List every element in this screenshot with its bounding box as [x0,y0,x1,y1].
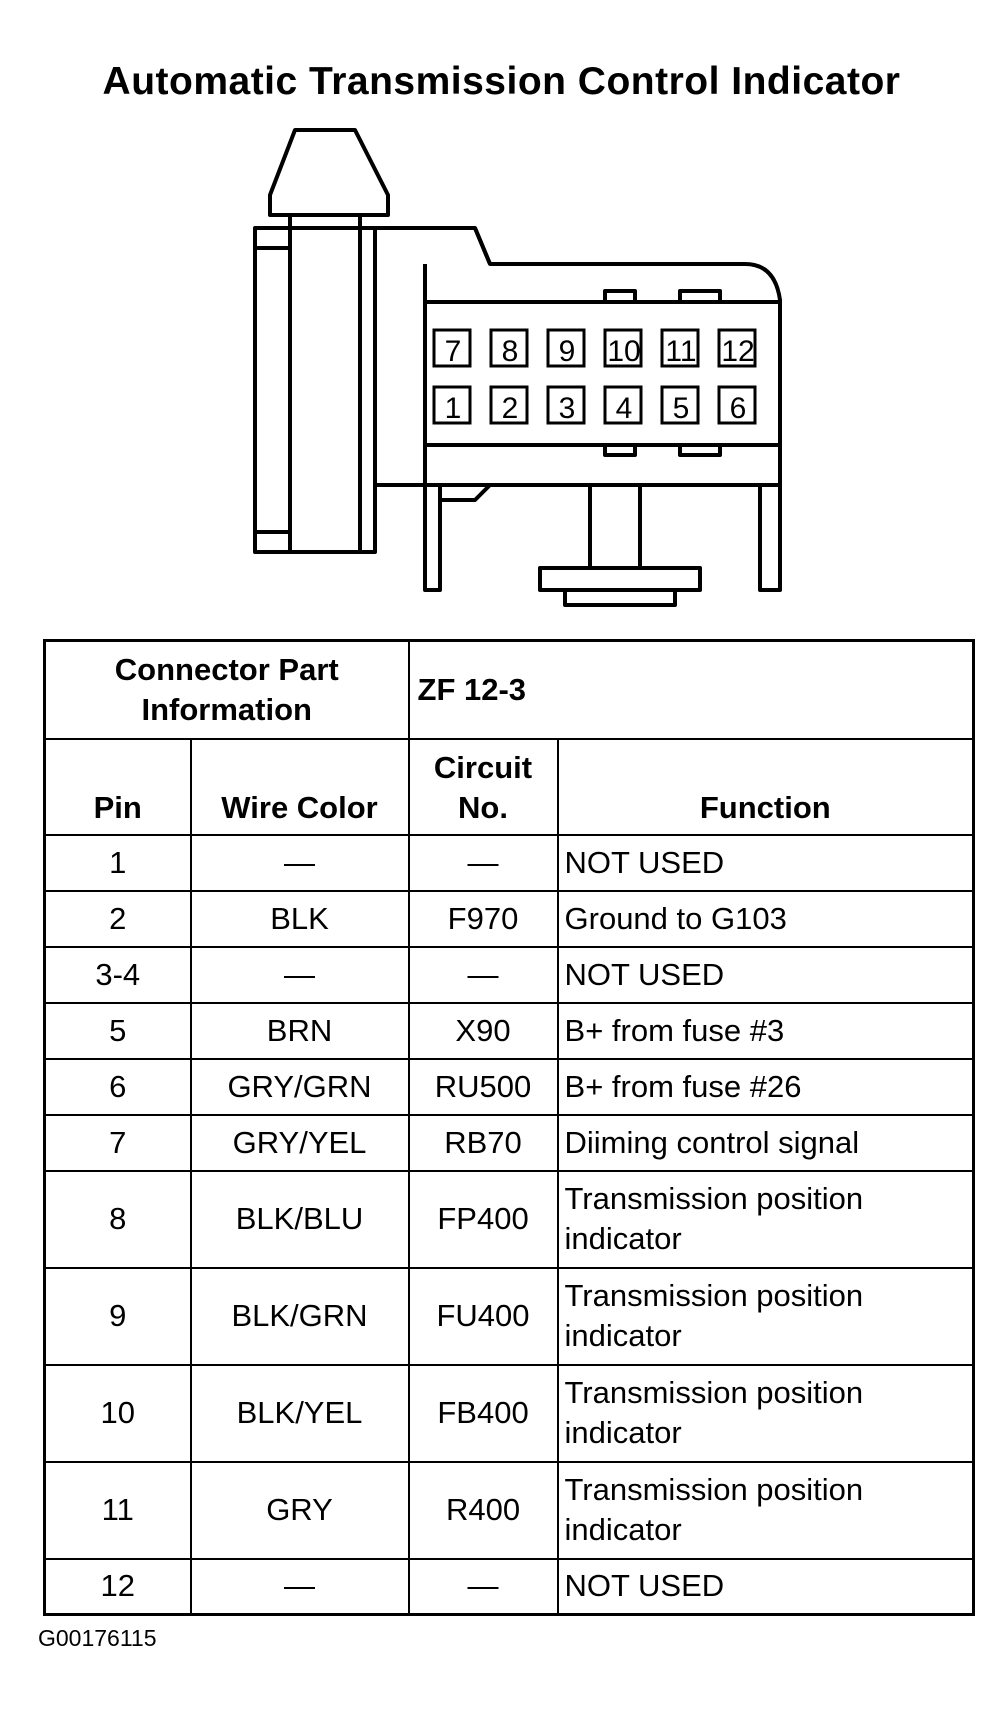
function-cell: Transmission position indicator [556,1266,975,1366]
pin-cell: 10 [43,1363,192,1463]
table-row: 9 BLK/GRN FU400 Transmission position in… [43,1266,975,1366]
pin-cell: 2 [43,889,192,948]
table-row: 12 — — NOT USED [43,1557,975,1616]
circuit-cell: R400 [407,1460,559,1560]
header-row: Pin Wire Color Circuit No. Function [43,737,975,836]
header-wire-color: Wire Color [189,737,410,836]
function-cell: NOT USED [556,945,975,1004]
table-row: 6 GRY/GRN RU500 B+ from fuse #26 [43,1057,975,1116]
connector-pin-table: Connector Part Information ZF 12-3 Pin W… [43,639,976,1616]
part-number: ZF 12-3 [407,639,975,740]
pin-label-2: 2 [502,392,519,425]
table-row: 11 GRY R400 Transmission position indica… [43,1460,975,1560]
pin-label-4: 4 [616,392,633,425]
table-row: 3-4 — — NOT USED [43,945,975,1004]
pin-label-9: 9 [559,335,576,368]
header-function: Function [556,737,975,836]
function-cell: NOT USED [556,833,975,892]
wire-color-cell: GRY/GRN [189,1057,410,1116]
table-row: 1 — — NOT USED [43,833,975,892]
pin-label-8: 8 [502,335,519,368]
pin-label-11: 11 [665,335,696,368]
table-row: 7 GRY/YEL RB70 Diiming control signal [43,1113,975,1172]
wire-color-cell: BLK/GRN [189,1266,410,1366]
wire-color-cell: BLK/BLU [189,1169,410,1269]
function-cell: Transmission position indicator [556,1169,975,1269]
pin-label-12: 12 [721,335,754,368]
circuit-cell: RU500 [407,1057,559,1116]
wire-color-cell: — [189,833,410,892]
pin-cell: 5 [43,1001,192,1060]
wire-color-cell: — [189,1557,410,1616]
wire-color-cell: GRY/YEL [189,1113,410,1172]
circuit-cell: FP400 [407,1169,559,1269]
header-circuit-no: Circuit No. [407,737,559,836]
pin-cell: 12 [43,1557,192,1616]
circuit-cell: FB400 [407,1363,559,1463]
part-info-label: Connector Part Information [43,639,410,740]
circuit-cell: — [407,945,559,1004]
wire-color-cell: — [189,945,410,1004]
pin-label-6: 6 [730,392,747,425]
circuit-cell: X90 [407,1001,559,1060]
wire-color-cell: BRN [189,1001,410,1060]
pin-label-3: 3 [559,392,576,425]
pin-label-10: 10 [607,335,640,368]
connector-drawing: 7 8 9 10 11 12 1 2 3 4 5 6 [253,128,782,607]
function-cell: NOT USED [556,1557,975,1616]
function-cell: Transmission position indicator [556,1460,975,1560]
header-pin: Pin [43,737,192,836]
pin-cell: 8 [43,1169,192,1269]
circuit-cell: F970 [407,889,559,948]
function-cell: Diiming control signal [556,1113,975,1172]
diagram-title: Automatic Transmission Control Indicator [102,60,901,103]
pin-cell: 9 [43,1266,192,1366]
wire-color-cell: BLK [189,889,410,948]
pin-cell: 1 [43,833,192,892]
pin-cell: 6 [43,1057,192,1116]
pin-label-1: 1 [445,392,462,425]
pin-cell: 3-4 [43,945,192,1004]
table-row: 8 BLK/BLU FP400 Transmission position in… [43,1169,975,1269]
figure-id: G00176115 [38,1625,157,1651]
function-cell: Transmission position indicator [556,1363,975,1463]
part-info-row: Connector Part Information ZF 12-3 [43,639,975,740]
pin-label-7: 7 [445,335,462,368]
table-row: 10 BLK/YEL FB400 Transmission position i… [43,1363,975,1463]
circuit-cell: RB70 [407,1113,559,1172]
pin-label-5: 5 [673,392,690,425]
function-cell: Ground to G103 [556,889,975,948]
pin-cell: 7 [43,1113,192,1172]
table-row: 2 BLK F970 Ground to G103 [43,889,975,948]
circuit-cell: — [407,833,559,892]
function-cell: B+ from fuse #3 [556,1001,975,1060]
circuit-cell: — [407,1557,559,1616]
wire-color-cell: BLK/YEL [189,1363,410,1463]
wire-color-cell: GRY [189,1460,410,1560]
pin-cell: 11 [43,1460,192,1560]
table-row: 5 BRN X90 B+ from fuse #3 [43,1001,975,1060]
circuit-cell: FU400 [407,1266,559,1366]
function-cell: B+ from fuse #26 [556,1057,975,1116]
